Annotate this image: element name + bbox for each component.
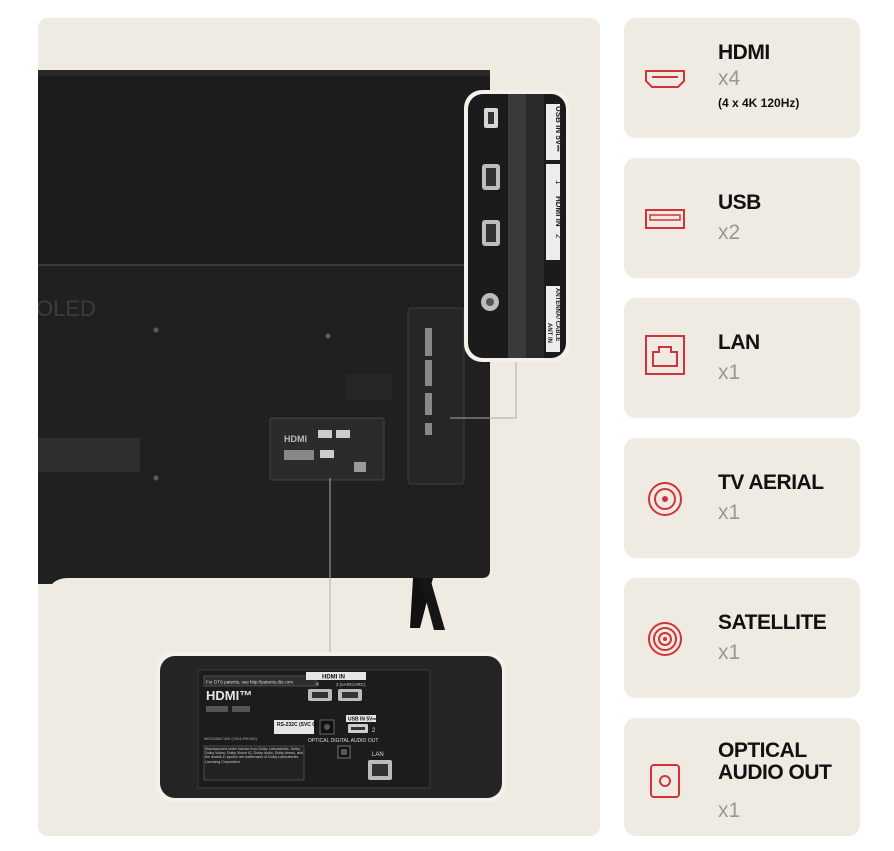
label-usb-in: USB IN 5V⎓ [554,106,563,152]
tv-rear-illustration: OLED HDMI [38,70,570,802]
usb-2-label: 2 [372,728,376,734]
port-card-lan: LAN x1 [624,298,860,418]
vent-grille [38,438,140,472]
port-card-satellite: SATELLITE x1 [624,578,860,698]
hdmi-logo: HDMI™ [206,688,252,703]
port-card-hdmi: HDMI x4 (4 x 4K 120Hz) [624,18,860,138]
hdmi-port-icon [645,70,685,88]
label-ant-in: ANT IN [546,323,552,343]
optical-audio-icon [650,764,680,798]
port-count: x1 [718,501,741,524]
oled-logo: OLED [38,296,96,321]
tv-back-upper [38,70,490,265]
tv-aerial-icon [648,482,682,516]
rear-ports-zoom-inset: For DTS patents, see http://patents.dts.… [156,652,506,802]
usb-port-icon [645,209,685,229]
port-count: x1 [718,361,741,384]
hdmi-4-label: 4 [316,682,319,688]
rs232c-label: RS-232C (SVC ONLY) [277,722,328,728]
tv-rear-image-panel: OLED HDMI [38,18,600,836]
optical-label: OPTICAL DIGITAL AUDIO OUT [308,738,378,744]
label-hdmi-1: 1 [554,180,563,185]
side-connector-plate [407,307,465,485]
dolby-license-note: Manufactured under license from Dolby La… [205,747,303,764]
tv-back-lower [38,265,490,584]
port-title: LAN [718,331,760,354]
svg-text:HDMI: HDMI [284,434,307,444]
label-antenna-cable: ANTENNA/ CABLE [554,288,560,341]
port-title: TV AERIAL [718,471,824,494]
label-hdmi-in: HDMI IN [554,196,563,227]
port-count: x4 [718,67,741,90]
port-title-line2: AUDIO OUT [718,761,832,784]
port-count: x2 [718,221,741,244]
side-ports-zoom-inset: USB IN 5V⎓ HDMI IN 1 2 ANTENNA/ CABLE AN… [464,90,570,362]
port-card-tv-aerial: TV AERIAL x1 [624,438,860,558]
hdmi-3-label: 3 (eARC/ARC) [336,682,366,687]
port-count: x1 [718,641,741,664]
model-code: MEZ64567400 (2304-REV00) [204,736,258,741]
rear-connector-plate: HDMI [269,417,385,481]
optical-port [341,749,347,755]
hdmi-in-label: HDMI IN [322,675,345,681]
lan-port-icon [645,335,685,375]
satellite-icon [648,622,682,656]
port-card-optical-audio: OPTICAL AUDIO OUT x1 [624,718,860,836]
port-count: x1 [718,799,741,822]
label-hdmi-2: 2 [554,234,563,239]
port-note: (4 x 4K 120Hz) [718,96,800,110]
port-title-line1: OPTICAL [718,739,807,762]
dts-patent-note: For DTS patents, see http://patents.dts.… [206,680,293,685]
port-title: USB [718,191,761,214]
port-title: SATELLITE [718,611,827,634]
port-card-usb: USB x2 [624,158,860,278]
rs232c-port [324,724,330,730]
lan-label: LAN [372,752,384,758]
usb-in-label: USB IN 5V⎓ [348,717,376,723]
port-title: HDMI [718,41,770,64]
